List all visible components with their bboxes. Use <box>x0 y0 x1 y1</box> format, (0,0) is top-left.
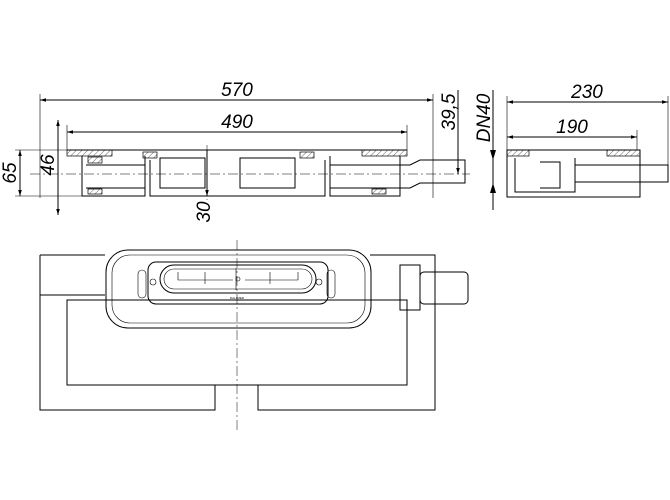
dim-570-label: 570 <box>221 80 253 101</box>
dim-230-label: 230 <box>570 82 603 103</box>
plan-view: DALLMER <box>39 240 469 430</box>
dim-65-label: 65 <box>0 162 21 184</box>
side-section-view: 230 190 <box>506 82 669 198</box>
drain-body <box>105 249 372 329</box>
front-section-view: 570 490 65 46 30 39,5 DN40 <box>0 80 496 223</box>
dim-dn40-label: DN40 <box>474 93 495 142</box>
dim-46-label: 46 <box>38 154 59 176</box>
brand-mark: DALLMER <box>230 296 245 300</box>
dim-190-label: 190 <box>556 117 588 138</box>
dim-30-label: 30 <box>194 201 215 223</box>
dim-490-label: 490 <box>221 112 253 133</box>
drain-grate <box>159 264 317 294</box>
dim-39-5-label: 39,5 <box>439 93 460 130</box>
